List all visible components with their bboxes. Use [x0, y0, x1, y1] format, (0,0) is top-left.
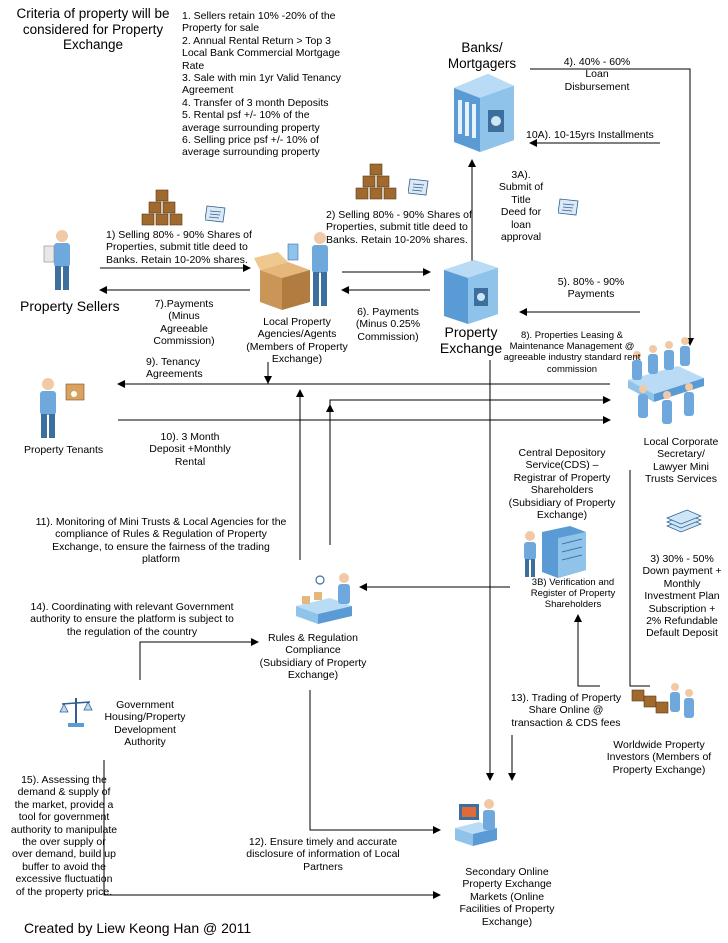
node-cds: Central Depository Service(CDS) – Regist…: [508, 447, 616, 522]
node-investors: Worldwide Property Investors (Members of…: [606, 739, 712, 776]
step-8: 8). Properties Leasing & Maintenance Man…: [503, 330, 641, 375]
step-14: 14). Coordinating with relevant Governme…: [30, 601, 234, 638]
step-2: 2) Selling 80% - 90% Shares of Propertie…: [326, 209, 472, 246]
arrow-15: [103, 760, 441, 899]
node-property-tenants: Property Tenants: [24, 444, 104, 456]
scales-icon: [59, 698, 93, 727]
node-rules-regulation: Rules & Regulation Compliance (Subsidiar…: [259, 632, 367, 682]
node-banks: Banks/ Mortgagers: [447, 40, 517, 71]
node-secondary-market: Secondary Online Property Exchange Marke…: [459, 866, 555, 928]
step-15: 15). Assessing the demand & supply of th…: [10, 774, 118, 898]
footer-credit: Created by Liew Keong Han @ 2011: [24, 920, 252, 936]
step-10a: 10A). 10-15yrs Installments: [526, 129, 654, 141]
compliance-desk-icon: [296, 573, 352, 624]
bank-building-icon: [454, 74, 514, 152]
arrow-4: [530, 68, 694, 346]
papers-stack-icon: [666, 509, 702, 533]
criteria-list: 1. Sellers retain 10% -20% of the Proper…: [182, 10, 341, 159]
step-3a: 3A). Submit of Title Deed for loan appro…: [498, 169, 544, 244]
arrow-3b: [574, 614, 600, 687]
node-property-sellers: Property Sellers: [20, 298, 120, 314]
agency-box-person-icon: [254, 232, 328, 310]
exchange-building-icon: [444, 260, 498, 324]
investors-icon: [631, 683, 694, 718]
node-corporate-secretary: Local Corporate Secretary/ Lawyer Mini T…: [643, 436, 719, 486]
step-6: 6). Payments (Minus 0.25% Commission): [355, 306, 421, 343]
arrow-12: [309, 690, 441, 834]
diagram-title: Criteria of property will be considered …: [16, 6, 170, 52]
step-7: 7).Payments (Minus Agreeable Commission): [153, 298, 215, 348]
boxes-icon: [141, 189, 183, 226]
node-government: Government Housing/Property Development …: [104, 699, 186, 749]
step-5: 5). 80% - 90% Payments: [557, 276, 625, 301]
step-9: 9). Tenancy Agreements: [146, 356, 203, 381]
meeting-group-icon: [628, 337, 704, 424]
node-local-agencies: Local Property Agencies/Agents (Members …: [246, 316, 348, 366]
step-11: 11). Monitoring of Mini Trusts & Local A…: [35, 516, 287, 566]
step-1: 1) Selling 80% - 90% Shares of Propertie…: [106, 229, 252, 266]
seller-person-icon: [43, 230, 70, 290]
step-3: 3) 30% - 50% Down payment + Monthly Inve…: [642, 553, 722, 640]
node-property-exchange: Property Exchange: [439, 324, 503, 356]
tenant-person-icon: [40, 378, 85, 438]
server-person-icon: [524, 526, 586, 578]
step-13: 13). Trading of Property Share Online @ …: [510, 692, 622, 729]
document-icon-2: [408, 178, 429, 196]
boxes-icon-2: [355, 163, 397, 200]
step-12: 12). Ensure timely and accurate disclosu…: [246, 836, 400, 873]
step-4: 4). 40% - 60% Loan Disbursement: [563, 56, 631, 93]
step-10: 10). 3 Month Deposit +Monthly Rental: [149, 431, 231, 468]
step-3b: 3B) Verification and Register of Propert…: [530, 577, 616, 611]
computer-person-icon: [455, 799, 497, 846]
document-icon: [205, 205, 226, 223]
arrow-14: [139, 638, 259, 680]
document-icon-3: [558, 198, 579, 216]
